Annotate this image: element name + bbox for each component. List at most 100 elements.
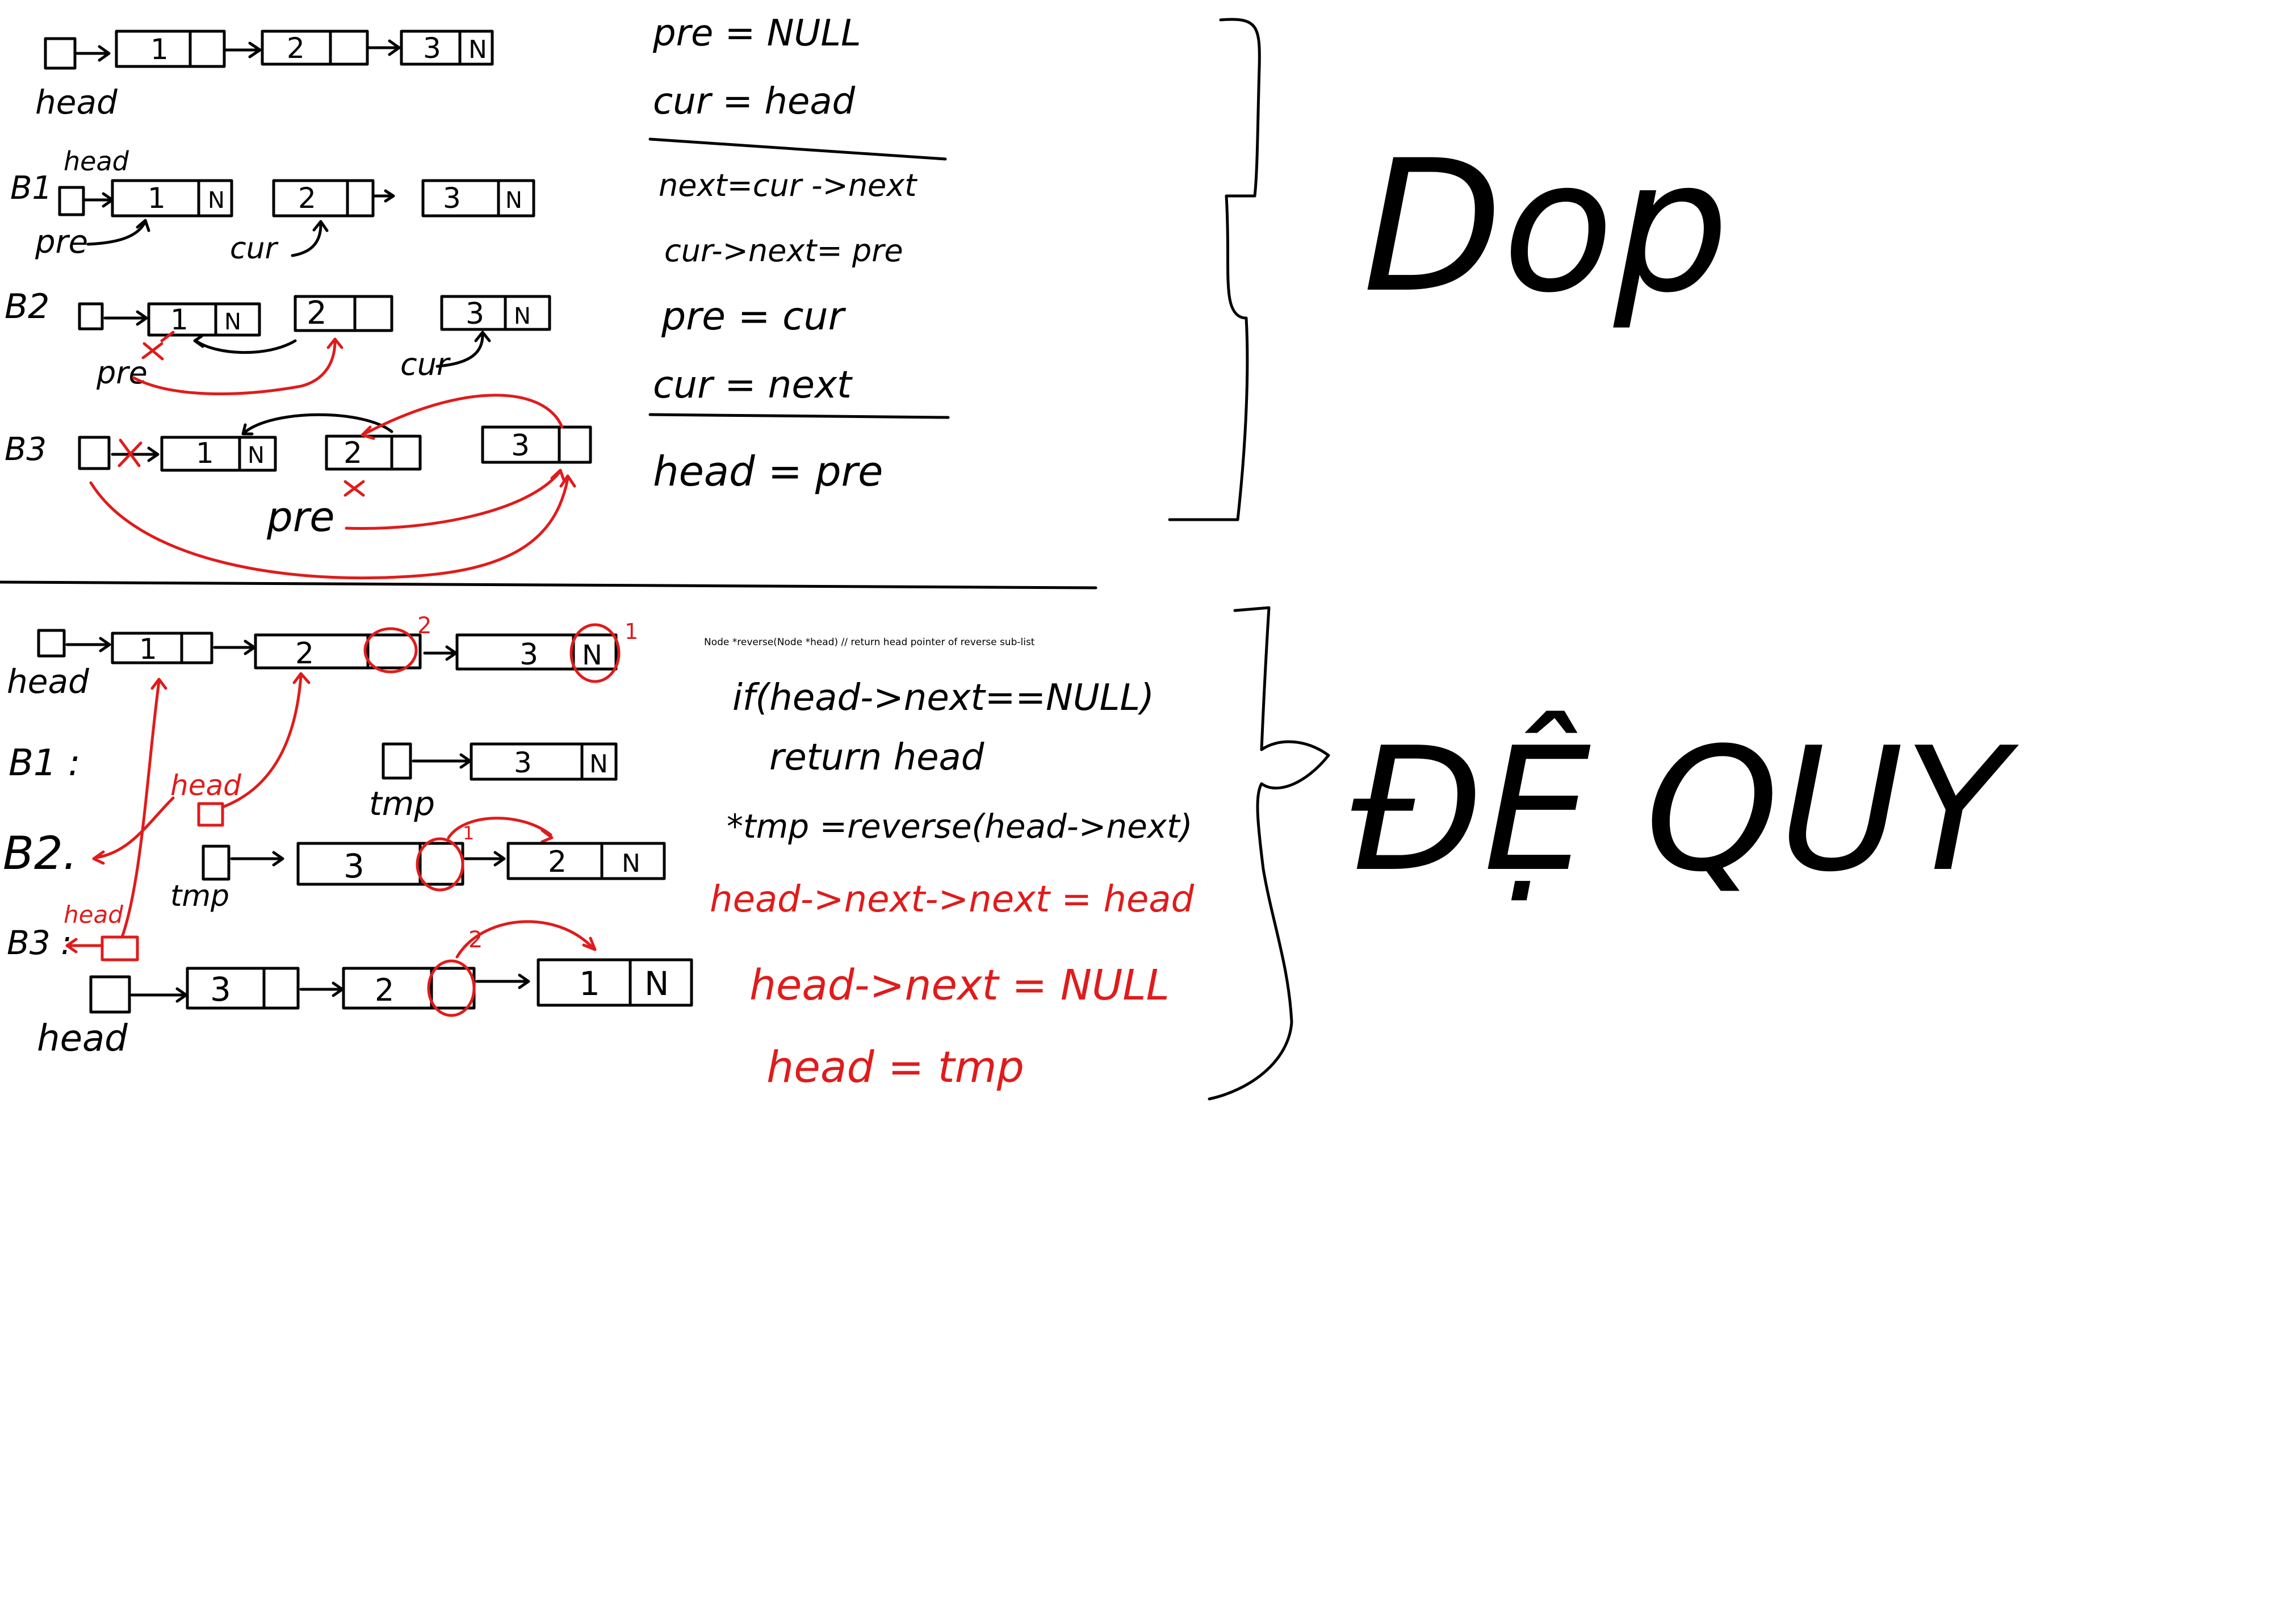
list-node-3 — [440, 295, 551, 331]
section-divider — [0, 580, 1097, 590]
step-label: B2 — [5, 287, 49, 327]
recursive-section: Node *reverse(Node *head) // return head… — [3, 606, 2021, 1101]
list-node-1 — [115, 30, 226, 68]
code-line: head = pre — [653, 448, 883, 495]
list-node-1 — [160, 436, 277, 472]
arrow-icon — [92, 796, 175, 865]
code-line: cur = head — [653, 81, 856, 123]
arrow-icon — [291, 220, 329, 257]
code-line: next=cur ->next — [659, 168, 917, 203]
step-marker: 1 — [625, 619, 638, 644]
reverse-link-arrow — [193, 335, 297, 354]
step-label: B3 — [5, 431, 47, 468]
node-next: N — [582, 639, 602, 671]
node-value: 2 — [343, 436, 362, 470]
head-label: head — [7, 662, 90, 701]
arrow-icon — [230, 851, 284, 867]
head-pointer-box — [89, 975, 131, 1014]
arrow-icon — [130, 987, 188, 1003]
node-value: 3 — [466, 297, 484, 331]
head-label: head — [35, 83, 118, 122]
move-pointer-arrow — [345, 469, 566, 530]
arrow-icon — [224, 41, 262, 58]
node-value: 2 — [298, 182, 316, 215]
arrow-icon — [299, 981, 344, 997]
cur-label: cur — [400, 346, 451, 382]
node-value: 1 — [196, 437, 214, 470]
list-node-3 — [186, 967, 300, 1010]
node-value: 2 — [287, 32, 305, 65]
reverse-link-arrow — [241, 413, 393, 436]
step-label: B1 : — [9, 742, 81, 784]
step-b3: B3 1 N 2 3 pre — [5, 394, 592, 580]
arrow-icon — [464, 851, 506, 867]
code-line: cur->next= pre — [664, 233, 903, 269]
reverse-link-arrow — [447, 817, 554, 843]
head-pointer-box — [78, 436, 111, 470]
node-value: 3 — [514, 746, 532, 779]
tmp-label: tmp — [170, 879, 229, 913]
highlight-circle — [416, 837, 464, 892]
list-node-2 — [254, 633, 422, 670]
head-update-arrow — [89, 474, 576, 580]
arrow-icon — [412, 753, 472, 769]
node-value: 1 — [579, 964, 600, 1003]
list-node-3 — [470, 742, 618, 781]
step-b1: B1 head 1 N pre 2 cur 3 N — [10, 146, 535, 266]
arrow-icon — [423, 645, 458, 661]
highlight-circle — [363, 627, 418, 674]
arrow-icon — [475, 973, 530, 989]
list-node-2 — [272, 179, 375, 218]
node-value: 1 — [150, 33, 169, 66]
list-node-2 — [325, 434, 422, 471]
head-label: head — [170, 769, 241, 802]
arrow-icon — [435, 331, 491, 368]
cur-label: cur — [230, 232, 279, 266]
divider — [648, 137, 947, 161]
curly-brace — [1168, 18, 1261, 521]
arrow-icon — [223, 672, 311, 808]
node-value: 1 — [170, 303, 188, 336]
node-value: 3 — [511, 429, 530, 463]
pre-label: pre — [266, 493, 335, 541]
arrow-icon — [367, 39, 401, 56]
tmp-label: tmp — [369, 784, 435, 823]
code-line: *tmp =reverse(head->next) — [727, 807, 1192, 846]
list-node-2 — [261, 30, 369, 66]
node-value: 3 — [519, 638, 538, 672]
code-line: pre = cur — [661, 294, 847, 339]
code-line: if(head->next==NULL) — [732, 677, 1154, 719]
step-label: B3 : — [7, 923, 72, 962]
step-b2: B2. head tmp 3 1 2 N — [3, 672, 666, 913]
node-next: N — [224, 309, 241, 335]
node-next: N — [505, 187, 522, 214]
reverse-link-arrow — [455, 920, 597, 959]
node-next: N — [208, 187, 225, 214]
list-node-2 — [342, 967, 476, 1010]
arrow-icon — [86, 219, 150, 246]
node-next: N — [514, 303, 531, 329]
node-value: 3 — [423, 32, 441, 65]
code-line: pre = NULL — [652, 12, 861, 55]
arrow-icon — [111, 446, 160, 462]
list-node-1 — [111, 632, 213, 664]
node-value: 2 — [548, 845, 567, 879]
highlight-circle — [427, 959, 476, 1017]
node-value: 2 — [375, 972, 394, 1008]
head-pointer-box — [37, 629, 66, 658]
iterative-code: pre = NULL cur = head next=cur ->next cu… — [648, 12, 950, 495]
divider — [648, 413, 950, 419]
node-value: 2 — [295, 637, 314, 671]
reverse-link-arrow — [361, 394, 564, 440]
cross-mark-icon — [343, 480, 365, 497]
code-line: head->next = NULL — [749, 961, 1170, 1010]
list-node-3 — [296, 842, 464, 886]
step-label: B1 — [10, 170, 52, 207]
arrow-icon — [83, 192, 114, 208]
arrow-icon — [213, 639, 256, 655]
step-label: B2. — [3, 827, 77, 880]
tmp-pointer-box — [382, 742, 412, 780]
list-node-3 — [400, 30, 494, 66]
node-next: N — [468, 35, 487, 64]
